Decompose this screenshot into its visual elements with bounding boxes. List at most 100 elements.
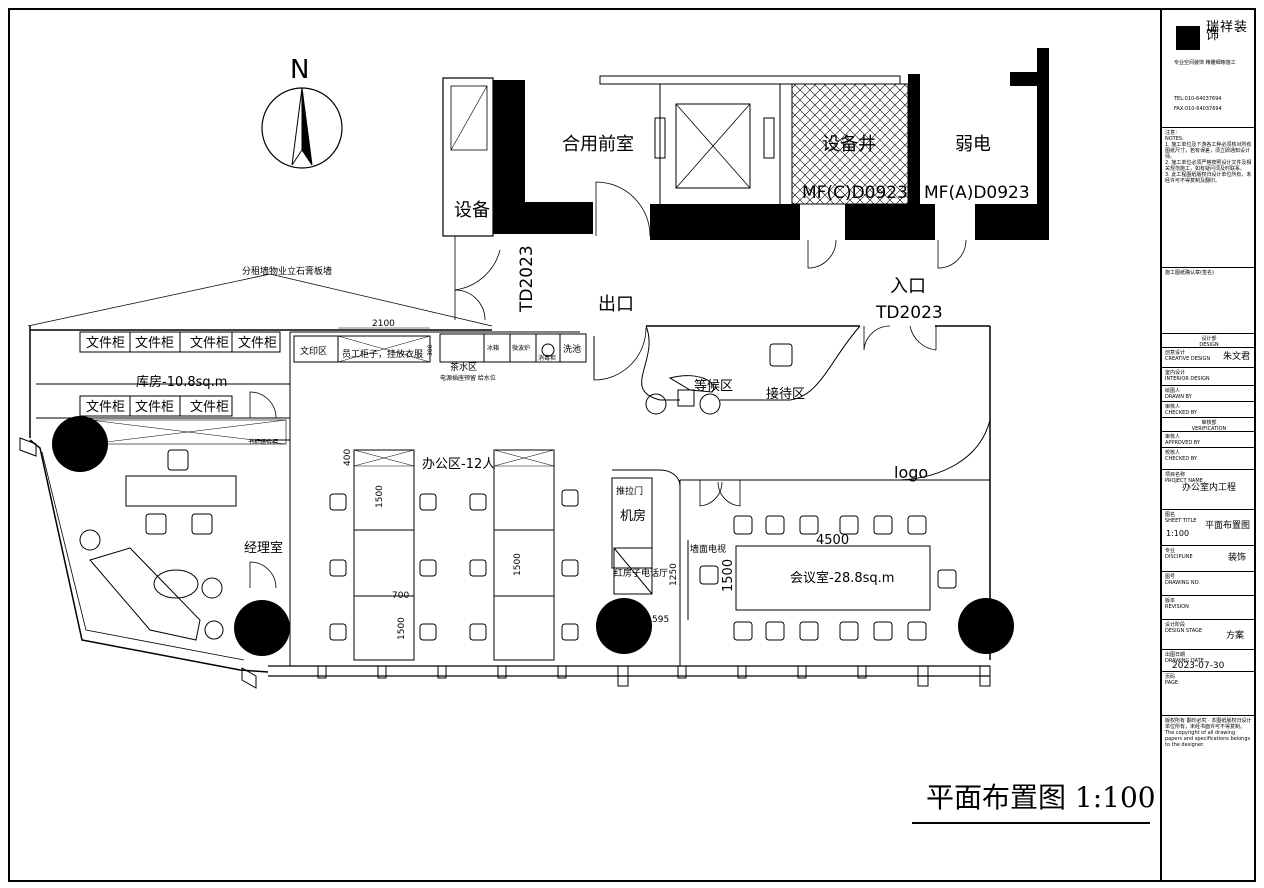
office-chairs bbox=[329, 489, 579, 641]
checked-row: 审核人 CHECKED BY bbox=[1162, 402, 1256, 418]
company-fax: FAX:010-64037694 bbox=[1174, 106, 1222, 112]
storage-label: 库房-10.8sq.m bbox=[136, 374, 227, 390]
designer-name: 朱文君 bbox=[1222, 352, 1250, 362]
title-block: 瑞祥装饰 专业空间装饰 精雕细琢施工 TEL:010-64037694 FAX:… bbox=[1160, 8, 1256, 882]
exit-door-code: TD2023 bbox=[517, 245, 537, 313]
office-area-label: 办公区-12人 bbox=[422, 457, 495, 472]
exit-label: 出口 bbox=[598, 294, 634, 315]
shared-lobby-label: 合用前室 bbox=[562, 134, 634, 155]
fridge-label: 冰箱 bbox=[487, 344, 499, 352]
revision-row: 版本 REVISION bbox=[1162, 596, 1256, 620]
manager-cabinet-label: 书柜组合柜 bbox=[248, 438, 278, 446]
server-phone-room bbox=[611, 469, 681, 595]
shaft-code-c: MF(C)D0923 bbox=[802, 183, 908, 203]
date-label: 出图日期 DRAWING DATE bbox=[1165, 652, 1204, 664]
meeting-room-label: 会议室-28.8sq.m bbox=[790, 570, 894, 586]
equipment-shaft-label: 设备井 bbox=[822, 134, 876, 155]
column-3 bbox=[596, 598, 652, 654]
file-cabinet-2: 文件柜 bbox=[135, 336, 174, 351]
print-area-label: 文印区 bbox=[300, 345, 327, 357]
creative-label: 创意设计 CREATIVE DESIGN bbox=[1165, 350, 1211, 362]
weak-current-label: 弱电 bbox=[955, 134, 991, 155]
disclaimer-text: 版权所有 翻印必究 · 本图纸版权归设计单位所有，未经书面许可不得复制。The … bbox=[1165, 718, 1252, 748]
file-cabinet-1: 文件柜 bbox=[86, 336, 125, 351]
dim-4500: 4500 bbox=[816, 533, 849, 548]
checked-label: 审核人 CHECKED BY bbox=[1165, 404, 1197, 416]
approved-row: 审核人 APPROVED BY bbox=[1162, 432, 1256, 448]
drawing-title: 平面布置图 1:100 bbox=[926, 781, 1156, 814]
interior-label: 室内设计 INTERIOR DESIGN bbox=[1165, 370, 1210, 382]
reception-label: 接待区 bbox=[766, 386, 805, 402]
file-cabinet-3: 文件柜 bbox=[190, 336, 229, 351]
shaft-code-a: MF(A)D0923 bbox=[924, 183, 1030, 203]
dim-400: 400 bbox=[343, 449, 353, 466]
server-room-label: 机房 bbox=[620, 508, 646, 524]
storage-cabinets bbox=[79, 331, 287, 445]
discipline-value: 装饰 bbox=[1227, 553, 1246, 563]
logo-label: logo bbox=[894, 463, 928, 482]
wall-tv-label: 墙面电视 bbox=[690, 543, 726, 555]
note-1: 1. 施工单位及下游各工种必须核对所有图纸尺寸，若有误差，须立即通知设计师。 bbox=[1165, 142, 1252, 160]
column-4 bbox=[958, 598, 1014, 654]
verification-row: 审核部 VERIFICATION bbox=[1162, 418, 1256, 432]
equipment-left-label: 设备 bbox=[454, 200, 490, 221]
drawn-label: 绘图人 DRAWN BY bbox=[1165, 388, 1192, 400]
north-compass-icon: N bbox=[261, 55, 343, 169]
upper-core bbox=[442, 48, 1049, 321]
discipline-label: 专业 DISCIPLINE bbox=[1165, 548, 1193, 560]
dim-1500-c: 1500 bbox=[397, 617, 407, 640]
dim-1500-b: 1500 bbox=[513, 553, 523, 576]
date-row: 出图日期 DRAWING DATE 2023-07-30 bbox=[1162, 650, 1256, 672]
column-2 bbox=[234, 600, 290, 656]
north-label: N bbox=[290, 55, 309, 85]
tea-area-label: 茶水区 bbox=[450, 361, 477, 373]
dim-700: 700 bbox=[392, 591, 409, 601]
sheet-label: 图名 SHEET TITLE bbox=[1165, 512, 1197, 524]
file-cabinet-6: 文件柜 bbox=[135, 400, 174, 415]
file-cabinet-5: 文件柜 bbox=[86, 400, 125, 415]
notes-label: 注意： NOTES: bbox=[1165, 130, 1184, 142]
company-logo-text: 瑞祥装饰 bbox=[1206, 20, 1249, 43]
reception-furniture bbox=[645, 343, 793, 415]
stage-label: 设计阶段 DESIGN STAGE bbox=[1165, 622, 1203, 634]
dim-2100: 2100 bbox=[372, 319, 395, 329]
project-row: 项目名称 PROJECT NAME 办公室内工程 bbox=[1162, 470, 1256, 510]
note-3: 3. 此工程图纸版权归设计单位所有，未经许可不得复制及翻印。 bbox=[1165, 172, 1252, 184]
floor-plan: N 合用前室 设备 设备井 弱电 MF(C)D0923 MF(A)D0923 出… bbox=[19, 48, 1049, 689]
sheet-row: 图名 SHEET TITLE 1:100 平面布置图 bbox=[1162, 510, 1256, 546]
entry-door-code: TD2023 bbox=[875, 303, 943, 323]
drawing-no-label: 图号 DRAWING NO. bbox=[1165, 574, 1200, 586]
dim-1500-m: 1500 bbox=[721, 559, 736, 592]
drawing-title-underline bbox=[912, 822, 1150, 824]
outer-walls bbox=[29, 325, 991, 677]
entry-label: 入口 bbox=[890, 276, 926, 297]
verification-label: 审核部 VERIFICATION bbox=[1191, 420, 1227, 432]
company-tel: TEL:010-64037694 bbox=[1174, 96, 1222, 102]
microwave-label: 微波炉 bbox=[512, 344, 530, 352]
partition-wall-line bbox=[27, 273, 493, 327]
design-label: 设计部 DESIGN bbox=[1199, 336, 1219, 348]
drawing-no-row: 图号 DRAWING NO. bbox=[1162, 572, 1256, 596]
staff-lockers-label: 员工柜子，挂放衣服 bbox=[342, 348, 423, 360]
waiting-label: 等候区 bbox=[694, 378, 733, 394]
sliding-door-label: 推拉门 bbox=[616, 485, 643, 497]
revision-label: 版本 REVISION bbox=[1165, 598, 1189, 610]
discipline-row: 专业 DISCIPLINE 装饰 bbox=[1162, 546, 1256, 572]
sheet-title: 平面布置图 bbox=[1204, 521, 1250, 531]
file-cabinet-7: 文件柜 bbox=[190, 400, 229, 415]
page-row: 页码 PAGE bbox=[1162, 672, 1256, 716]
creative-row: 创意设计 CREATIVE DESIGN 朱文君 bbox=[1162, 348, 1256, 368]
stamp-block: 施工图纸确认章(签名) bbox=[1162, 268, 1256, 334]
company-sub: 专业空间装饰 精雕细琢施工 bbox=[1174, 60, 1236, 66]
office-desks bbox=[353, 449, 555, 661]
drawn-row: 绘图人 DRAWN BY bbox=[1162, 386, 1256, 402]
check-label: 校核人 CHECKED BY bbox=[1165, 450, 1197, 462]
approved-label: 审核人 APPROVED BY bbox=[1165, 434, 1201, 446]
dim-595: 595 bbox=[652, 615, 669, 625]
stage-value: 方案 bbox=[1225, 631, 1244, 641]
company-logo-icon bbox=[1176, 26, 1200, 50]
column-1 bbox=[52, 416, 108, 472]
dishwasher-label: 消毒柜 bbox=[538, 354, 556, 362]
company-logo-block: 瑞祥装饰 专业空间装饰 精雕细琢施工 TEL:010-64037694 FAX:… bbox=[1162, 8, 1256, 128]
date-value: 2023-07-30 bbox=[1172, 661, 1225, 671]
